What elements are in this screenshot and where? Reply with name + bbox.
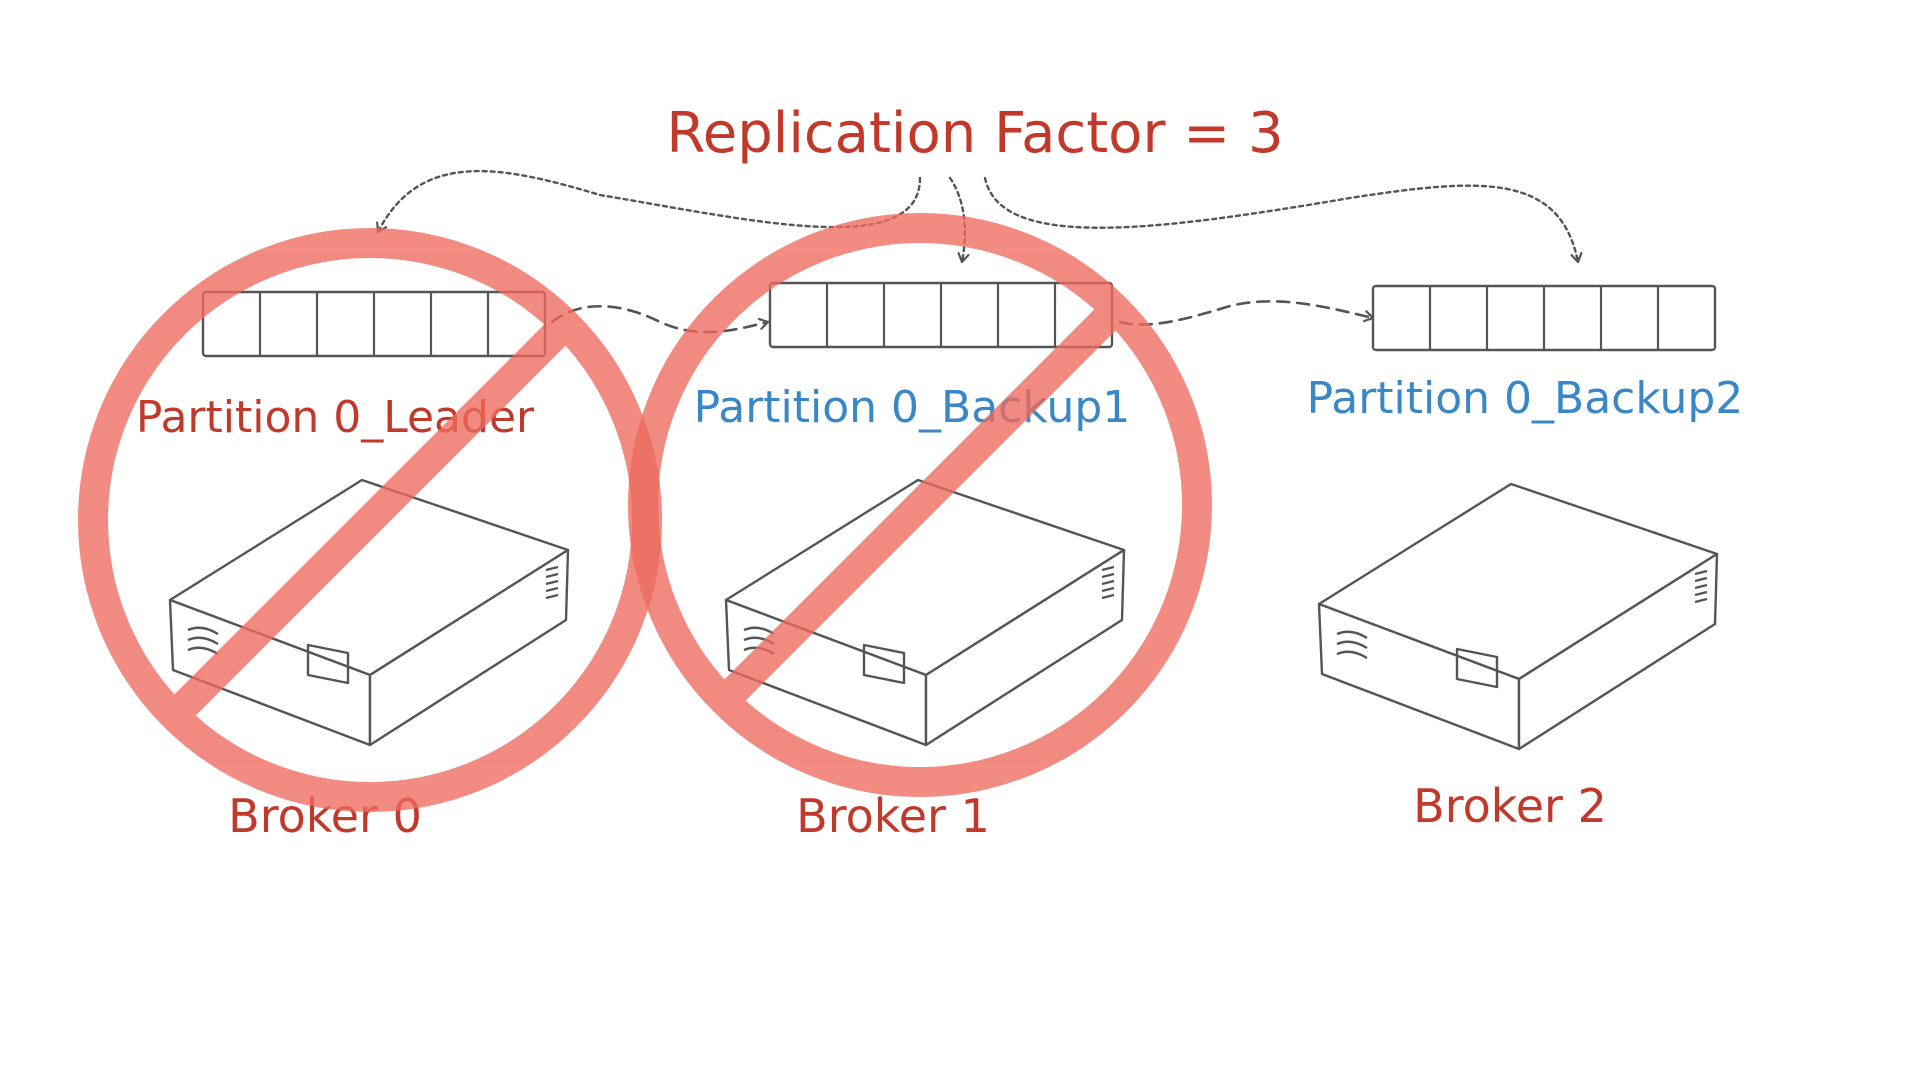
partition-label-broker-2: Partition 0_Backup2: [1307, 373, 1744, 424]
server-vent-line: [1694, 583, 1708, 590]
server-right-face: [1517, 552, 1719, 751]
prohibition-signs: [78, 213, 1212, 812]
servers: [168, 478, 1719, 751]
server-vent-line: [545, 586, 559, 593]
server-drive-bay: [1455, 647, 1499, 689]
server-broker-2: [1317, 482, 1719, 751]
server-vent-line: [1336, 630, 1368, 640]
server-vent-line: [1101, 572, 1115, 579]
prohibition-sign-broker-1: [628, 213, 1212, 797]
diagram-title: Replication Factor = 3: [666, 101, 1283, 166]
partition-label-broker-1: Partition 0_Backup1: [694, 382, 1131, 433]
server-right-face: [368, 548, 570, 747]
server-vent-line: [1694, 569, 1708, 576]
server-right-face: [924, 548, 1126, 747]
server-vent-line: [187, 646, 219, 656]
server-vent-line: [1694, 576, 1708, 583]
server-vent-line: [1101, 565, 1115, 572]
broker-label-2: Broker 2: [1413, 779, 1607, 833]
server-vent-line: [545, 572, 559, 579]
partition-log-broker-1: [768, 281, 1114, 349]
server-vent-line: [1694, 590, 1708, 597]
server-vent-line: [187, 636, 219, 646]
partition-log-broker-2: [1371, 284, 1717, 352]
server-drive-bay: [862, 643, 906, 685]
prohibition-slash: [162, 312, 578, 728]
replication-arrow-broker-0: [376, 169, 922, 234]
replication-arrow-broker-1: [948, 176, 970, 264]
server-vent-line: [545, 579, 559, 586]
server-vent-line: [1694, 597, 1708, 604]
prohibition-ring: [628, 213, 1212, 797]
server-vent-line: [1336, 650, 1368, 660]
replication-arrow-broker-2: [983, 176, 1583, 264]
server-vent-line: [187, 626, 219, 636]
sync-arrow-leader-to-backup1: [550, 305, 770, 334]
server-vent-line: [1101, 586, 1115, 593]
server-vent-line: [545, 565, 559, 572]
server-vent-line: [1101, 579, 1115, 586]
replication-arrows: [376, 169, 1583, 264]
prohibition-slash: [712, 297, 1128, 713]
server-vent-line: [1336, 640, 1368, 650]
partition-logs: [201, 281, 1717, 358]
sync-arrow-backup1-to-backup2: [1118, 300, 1375, 326]
sync-arrows: [550, 300, 1375, 334]
broker-label-1: Broker 1: [796, 789, 990, 843]
server-vent-line: [545, 593, 559, 600]
server-vent-line: [1101, 593, 1115, 600]
server-drive-bay: [306, 643, 350, 685]
partition-log-broker-0: [201, 290, 547, 358]
